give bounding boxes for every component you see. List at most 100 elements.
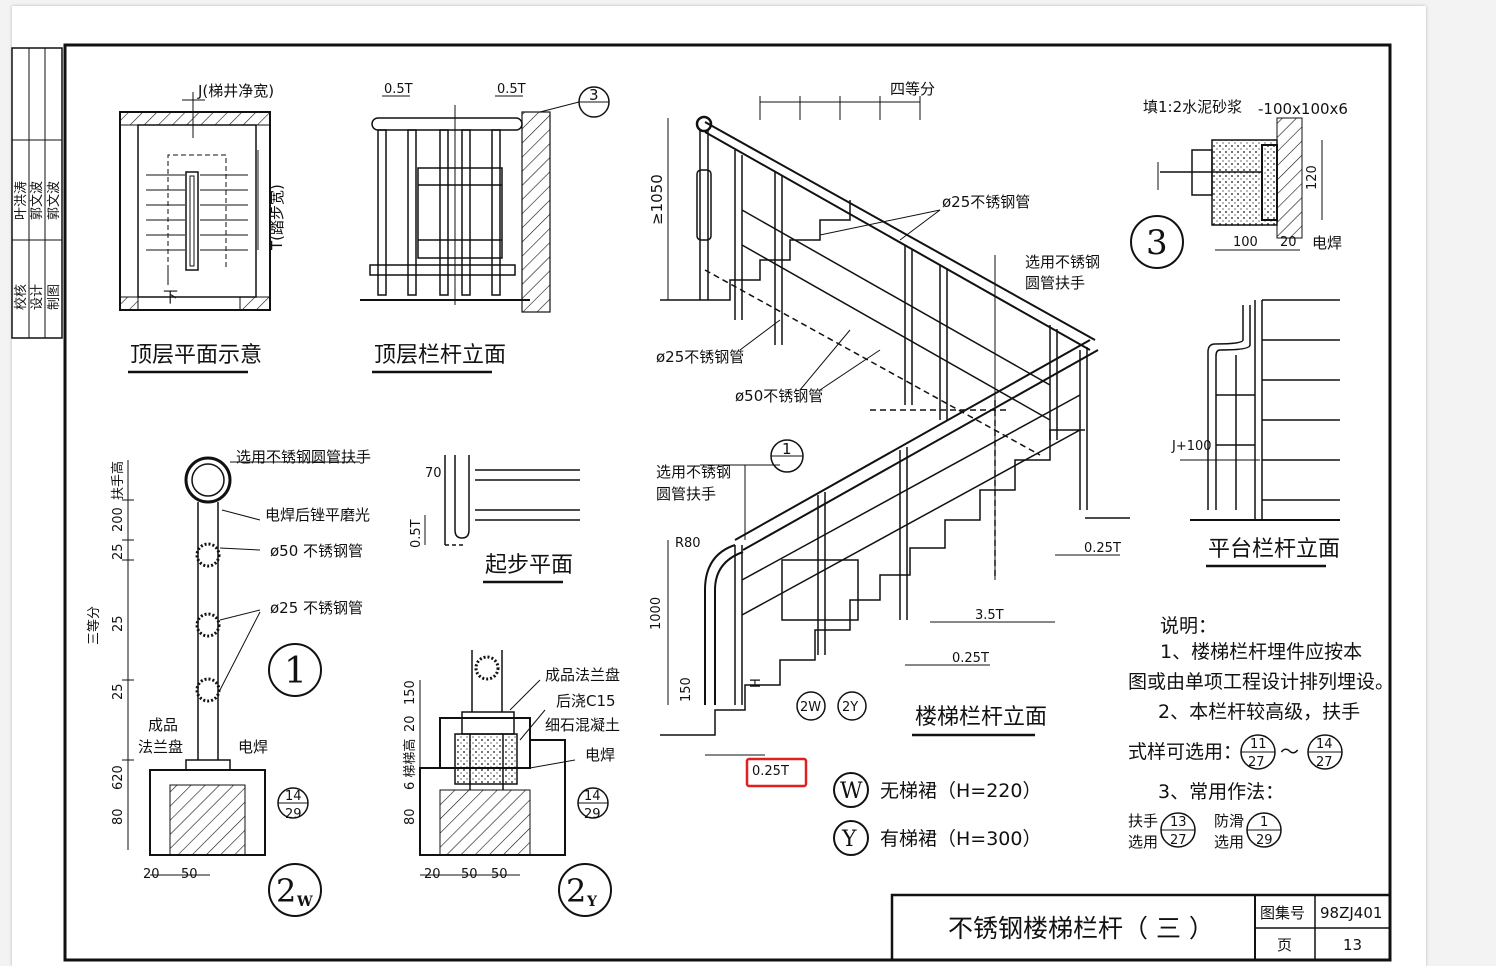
detail3-number: 3 (1146, 223, 1168, 263)
title-block-page-value: 13 (1343, 936, 1362, 954)
detail1-flange2: 法兰盘 (138, 738, 183, 756)
strip-cell-5: 郭文波 (29, 181, 45, 220)
detail1-d620: 620 (111, 765, 126, 790)
stair-d025t-c: 0.25T (752, 764, 789, 779)
notes-hand-den: 27 (1170, 833, 1187, 848)
legend-y-text: 有梯裙（H=300） (880, 828, 1041, 850)
detail1-pipe50: ø50 不锈钢管 (270, 542, 363, 560)
detail2w-mark: 2 (276, 872, 296, 910)
detail3-d120: 120 (1305, 165, 1320, 190)
detail1-diagram (122, 456, 360, 917)
detail1-weld-polish: 电焊后锉平磨光 (265, 506, 370, 524)
detail1-ref-num: 14 (285, 789, 302, 804)
strip-cell-2: 设计 (30, 284, 45, 310)
stair-ref1-num: 1 (782, 440, 792, 458)
notes-line5: 3、常用作法： (1158, 781, 1284, 803)
detail3-plate: -100x100x6 (1258, 100, 1348, 118)
title-block-atlas-label: 图集号 (1260, 904, 1305, 922)
drawing-sheet (12, 6, 1426, 966)
stair-r80: R80 (675, 536, 701, 551)
detail1-d25a: 25 (111, 543, 126, 560)
top-rail-dim-left: 0.5T (384, 82, 413, 97)
stair-height-1050: ≥1050 (648, 174, 666, 225)
detail2y-mark: 2 (566, 872, 586, 910)
notes-ref-b-num: 14 (1316, 737, 1333, 752)
detail2y-d80: 80 (403, 808, 418, 825)
detail2w-mark-sub: W (296, 894, 313, 910)
detail2y-ref-den: 29 (584, 807, 601, 822)
detail1-d-hand: 扶手高 (110, 461, 126, 500)
strip-cell-4: 叶洪涛 (13, 181, 29, 220)
detail2y-concrete2: 细石混凝土 (545, 716, 620, 734)
top-plan-dim-j: J(梯井净宽) (197, 82, 274, 100)
viewer-margin (1430, 0, 1496, 963)
title-block-atlas-value: 98ZJ401 (1320, 904, 1382, 922)
notes-anti-den: 29 (1256, 833, 1273, 848)
detail1-d80: 80 (111, 808, 126, 825)
detail3-d20: 20 (1280, 235, 1297, 250)
detail3-weld: 电焊 (1312, 234, 1342, 252)
notes: 说明： 1、楼梯栏杆埋件应按本 图或由单项工程设计排列埋设。 2、本栏杆较高级，… (1128, 615, 1394, 851)
detail2y-weld: 电焊 (585, 746, 615, 764)
stair-h150: 150 (679, 677, 694, 702)
title-block-title: 不锈钢楼梯栏杆（ 三 ） (948, 914, 1214, 943)
notes-line2: 图或由单项工程设计排列埋设。 (1128, 671, 1394, 693)
detail1-three-parts: 三等分 (86, 606, 102, 645)
strip-cell-3: 制图 (47, 284, 62, 310)
start-plan-d70: 70 (425, 466, 442, 481)
detail2y-d50a: 50 (461, 867, 478, 882)
notes-hand-label1: 扶手 (1128, 812, 1158, 830)
legend-w-text: 无梯裙（H=220） (880, 780, 1041, 802)
notes-line1: 1、楼梯栏杆埋件应按本 (1160, 641, 1362, 663)
legend (833, 772, 869, 856)
stair-pipe25-b: ø25不锈钢管 (656, 348, 744, 366)
stair-mark-2y: 2Y (842, 700, 858, 715)
detail2y-ref-num: 14 (584, 789, 601, 804)
detail2y-mark-sub: Y (586, 894, 598, 910)
detail2y-d50b: 50 (491, 867, 508, 882)
top-rail-ref-num: 3 (589, 86, 599, 104)
stair-handrail-b-2: 圆管扶手 (656, 485, 716, 503)
detail1-weld: 电焊 (238, 738, 268, 756)
detail3-d100: 100 (1233, 235, 1258, 250)
detail1-d50: 50 (181, 867, 198, 882)
detail2y-d-step: 6 梯梯高 (402, 739, 418, 790)
stair-pipe50: ø50不锈钢管 (735, 387, 823, 405)
notes-anti-label1: 防滑 (1214, 812, 1244, 830)
start-plan-diagram (424, 455, 580, 546)
notes-ref-a-den: 27 (1248, 755, 1265, 770)
strip-cell-6: 郭文波 (46, 181, 62, 220)
detail2y-flange: 成品法兰盘 (545, 666, 620, 684)
notes-anti-label2: 选用 (1214, 833, 1244, 851)
detail1-d200: 200 (111, 507, 126, 532)
stair-h1000: 1000 (649, 597, 664, 630)
detail3-diagram (1130, 117, 1323, 269)
strip-cell-1: 校核 (13, 284, 29, 310)
top-plan-down-label: 下 (163, 288, 178, 306)
stair-handrail-b-1: 选用不锈钢 (656, 463, 731, 481)
stair-mark-2w: 2W (800, 700, 821, 715)
notes-hand-num: 13 (1170, 815, 1187, 830)
detail1-number: 1 (284, 651, 307, 692)
top-rail-diagram (360, 86, 610, 313)
platform-rail-diagram (1180, 299, 1340, 521)
legend-y-letter: Y (841, 827, 857, 852)
detail1-d20: 20 (143, 867, 160, 882)
start-plan-d05t: 0.5T (409, 519, 424, 548)
highlight-box (745, 757, 808, 788)
signature-strip: 校核 设计 制图 叶洪涛 郭文波 郭文波 (11, 47, 63, 339)
notes-tilde: ～ (1280, 741, 1299, 763)
detail2y-concrete1: 后浇C15 (556, 692, 616, 710)
platform-dim: J+100 (1171, 439, 1212, 454)
notes-ref-b-den: 27 (1316, 755, 1333, 770)
detail2y-d150: 150 (403, 680, 418, 705)
detail3-label: 填1:2水泥砂浆 (1143, 98, 1242, 116)
stair-rail-diagram (660, 96, 1130, 756)
detail2y-d20b: 20 (424, 867, 441, 882)
stair-rail-caption: 楼梯栏杆立面 (915, 705, 1047, 730)
detail1-flange: 成品 (148, 716, 178, 734)
top-rail-caption: 顶层栏杆立面 (374, 343, 506, 368)
notes-title: 说明： (1160, 615, 1217, 637)
detail2y-d20: 20 (403, 715, 418, 732)
